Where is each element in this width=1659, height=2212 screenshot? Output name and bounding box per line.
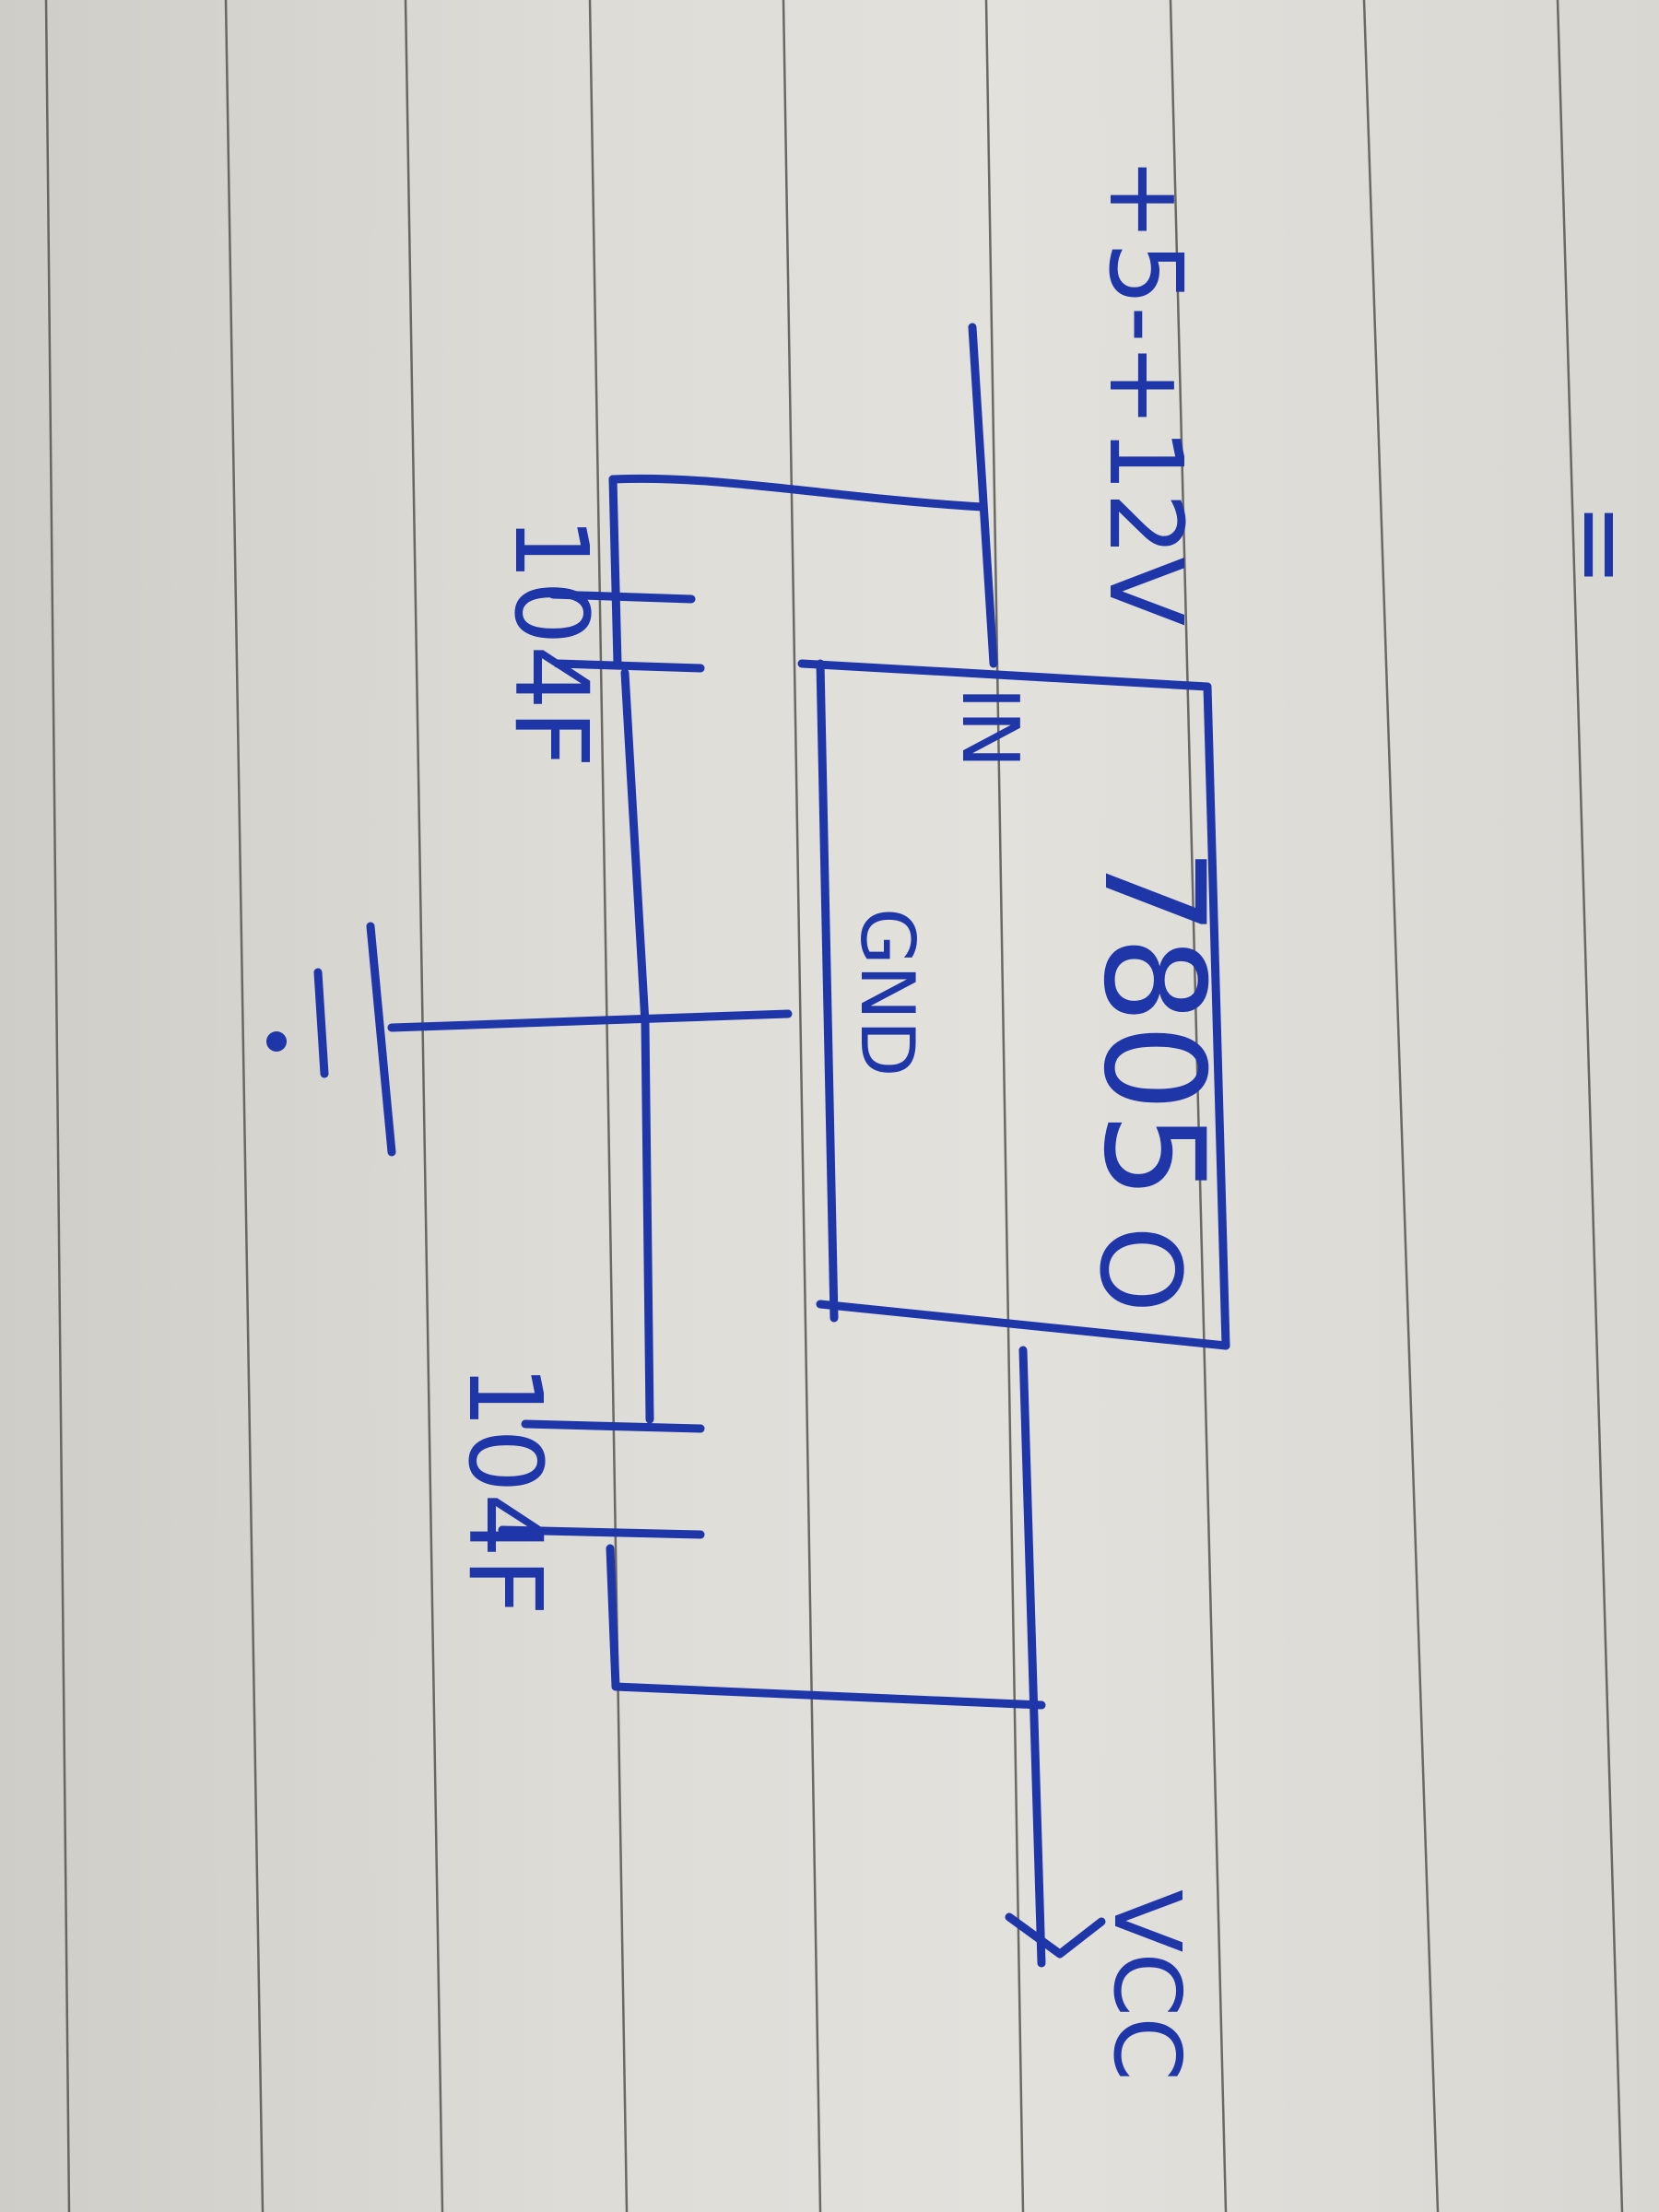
svg-text:IN: IN — [944, 687, 1035, 769]
output-capacitor — [498, 1419, 1046, 1710]
svg-text:+5-+12V: +5-+12V — [1087, 157, 1205, 626]
svg-text:=: = — [1543, 502, 1659, 587]
ground-rail — [387, 1009, 793, 1424]
input-wire — [608, 323, 998, 668]
output-capacitor-label: 104F — [446, 1364, 564, 1616]
svg-text:O: O — [1075, 1226, 1203, 1312]
vcc-output-label: VCC — [1093, 1889, 1201, 2081]
regulator-out-pin-label: O — [1075, 1226, 1203, 1312]
input-capacitor-label: 104F — [492, 516, 610, 768]
corner-mark: = — [1543, 502, 1659, 587]
svg-text:104F: 104F — [492, 516, 610, 768]
regulator-7805-box — [797, 659, 1230, 1350]
ruled-lines — [44, 0, 1624, 2212]
svg-text:7805: 7805 — [1073, 848, 1233, 1200]
regulator-gnd-pin-label: GND — [844, 908, 930, 1077]
regulator-in-pin-label: IN — [944, 687, 1035, 769]
regulator-part-label: 7805 — [1073, 848, 1233, 1200]
svg-text:104F: 104F — [446, 1364, 564, 1616]
input-voltage-label: +5-+12V — [1087, 157, 1205, 626]
ground-symbol-icon — [266, 922, 396, 1157]
svg-text:GND: GND — [844, 908, 930, 1077]
input-capacitor — [548, 590, 705, 1028]
output-wire — [1005, 1346, 1106, 1968]
svg-text:VCC: VCC — [1093, 1889, 1201, 2081]
